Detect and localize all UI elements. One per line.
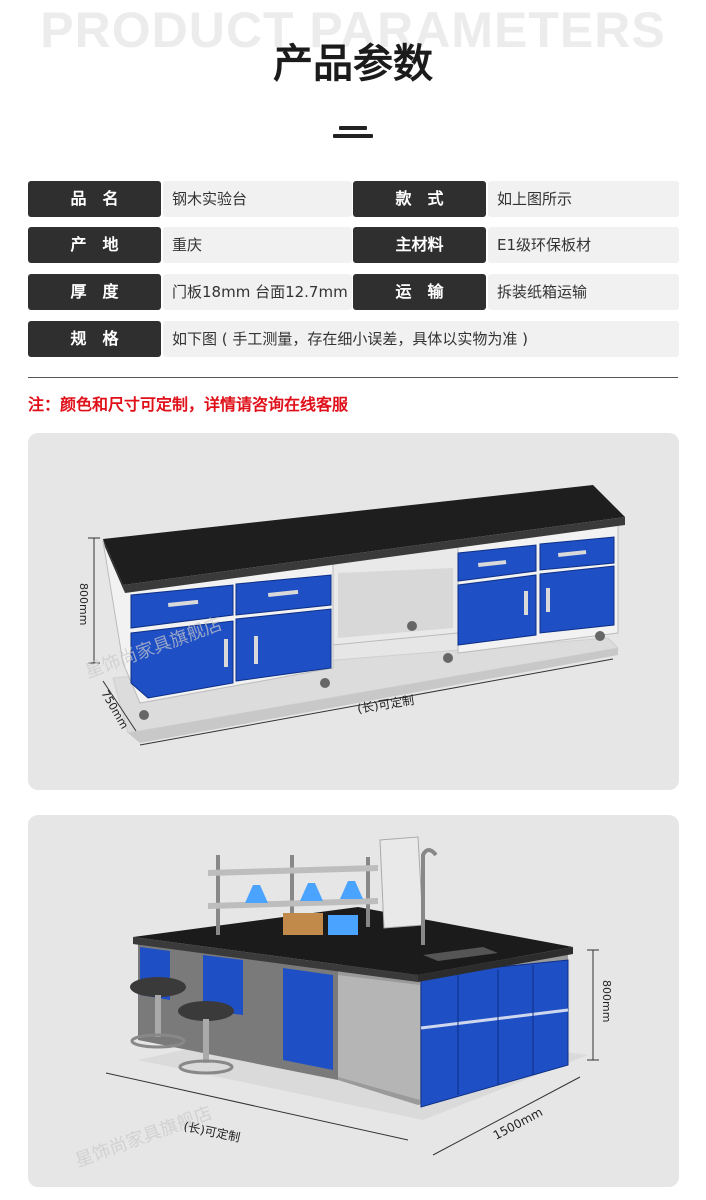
- page-title: 产品参数: [273, 41, 433, 87]
- param-label: 品 名: [28, 181, 161, 217]
- param-label: 款 式: [353, 181, 486, 217]
- background-title: PRODUCT PARAMETERS: [40, 2, 666, 58]
- height-dimension-label: 800mm: [77, 583, 90, 625]
- param-label: 厚 度: [28, 274, 161, 310]
- title-decoration-icon: [333, 124, 373, 144]
- param-value: 重庆: [163, 227, 352, 263]
- param-label: 规 格: [28, 321, 161, 357]
- width-dimension-label: 1500mm: [491, 1105, 545, 1143]
- param-value: 门板18mm 台面12.7mm: [163, 274, 352, 310]
- customization-note: 注：颜色和尺寸可定制，详情请咨询在线客服: [28, 395, 349, 414]
- lab-bench-illustration: 星饰尚家具旗舰店 800mm 750mm (长)可定制: [77, 485, 625, 746]
- island-bench-illustration: 星饰尚家具旗舰店 800mm 1500mm (长)可定制: [73, 836, 613, 1172]
- figure-panel-bench: 星饰尚家具旗舰店 800mm 750mm (长)可定制: [28, 433, 679, 790]
- param-value: 拆装纸箱运输: [488, 274, 679, 310]
- height-dimension-label: 800mm: [600, 980, 613, 1022]
- param-value: 如上图所示: [488, 181, 679, 217]
- param-row-name: 品 名 钢木实验台 款 式 如上图所示: [28, 181, 679, 217]
- param-row-origin: 产 地 重庆 主材料 E1级环保板材: [28, 227, 679, 263]
- param-value: 如下图 ( 手工测量，存在细小误差，具体以实物为准 ): [163, 321, 679, 357]
- watermark: 星饰尚家具旗舰店: [73, 1103, 215, 1172]
- divider: [28, 377, 678, 378]
- param-row-spec: 规 格 如下图 ( 手工测量，存在细小误差，具体以实物为准 ): [28, 321, 679, 357]
- param-value: 钢木实验台: [163, 181, 352, 217]
- figure-panel-island-bench: 星饰尚家具旗舰店 800mm 1500mm (长)可定制: [28, 815, 679, 1187]
- param-label: 产 地: [28, 227, 161, 263]
- param-row-thickness: 厚 度 门板18mm 台面12.7mm 运 输 拆装纸箱运输: [28, 274, 679, 310]
- param-value: E1级环保板材: [488, 227, 679, 263]
- param-label: 主材料: [353, 227, 486, 263]
- param-label: 运 输: [353, 274, 486, 310]
